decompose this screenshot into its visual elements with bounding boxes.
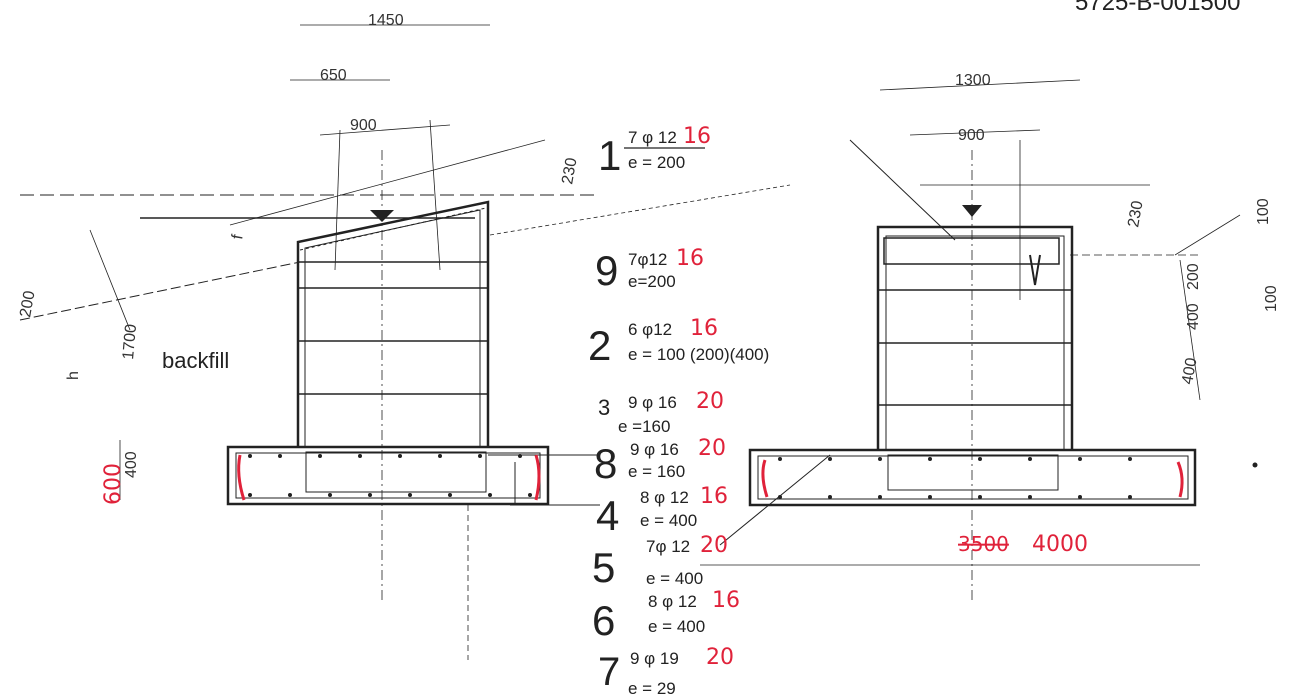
rebar-1-new: 16 — [683, 124, 711, 149]
dim-900-right-line — [909, 129, 1041, 136]
rebar-5-spec: 7φ 12 — [646, 537, 690, 556]
right-leader-1 — [849, 139, 956, 241]
rebar-5-new: 20 — [700, 533, 728, 558]
dim-100-right: 100 — [1255, 198, 1272, 225]
right-arrow — [1029, 254, 1041, 286]
foot-depth-annotation: 600 — [101, 463, 126, 505]
dim-900-line — [319, 124, 451, 136]
dim-1700: 1700 — [120, 323, 140, 360]
right-level-marker — [962, 205, 982, 217]
dim-h: h — [65, 371, 82, 380]
rebar-4-number: 4 — [596, 492, 619, 539]
rebar-1-number: 1 — [598, 132, 621, 179]
dim-400-left: 400 — [123, 451, 140, 478]
dim-900-left: 900 — [350, 117, 377, 134]
rebar-7-spacing: e = 29 — [628, 679, 676, 698]
left-section — [19, 24, 791, 660]
rebar-6-spec: 8 φ 12 — [648, 592, 697, 611]
rebar-2-spec: 6 φ12 — [628, 320, 672, 339]
right-leader-5 — [719, 454, 831, 546]
rebar-9-spacing: e=200 — [628, 272, 676, 291]
backfill-label: backfill — [162, 348, 229, 373]
right-wall — [876, 225, 1074, 450]
dim-1450: 1450 — [368, 12, 404, 29]
rebar-5-spacing: e = 400 — [646, 569, 703, 588]
rebar-2-new: 16 — [690, 316, 718, 341]
right-top-beam — [883, 237, 1060, 265]
dim-230-right: 230 — [1125, 199, 1146, 228]
rebar-7-number: 7 — [598, 650, 620, 694]
left-red-hook-right — [534, 454, 541, 501]
left-roof-slope — [229, 139, 546, 226]
right-section — [700, 79, 1258, 600]
rebar-7-new: 20 — [706, 645, 734, 670]
right-footing-dots — [778, 457, 1258, 499]
rebar-1-spacing: e = 200 — [628, 153, 685, 172]
dim-650: 650 — [320, 67, 347, 84]
right-footing-rebar-cage — [757, 455, 1189, 500]
left-footing-inner — [305, 451, 487, 493]
left-top-rebar — [299, 207, 487, 251]
dim-400-right-2: 400 — [1179, 356, 1200, 385]
rebar-9-number: 9 — [595, 247, 618, 294]
dim-1700-line — [89, 229, 131, 331]
width-old-annotation: 3500 — [958, 532, 1009, 556]
rebar-3-number: 3 — [598, 395, 610, 420]
rebar-8-number: 8 — [594, 440, 617, 487]
rebar-8-new: 20 — [698, 436, 726, 461]
dim-400-right: 400 — [1185, 303, 1202, 330]
left-wall — [296, 200, 490, 447]
rebar-7-spec: 9 φ 19 — [630, 649, 679, 668]
dim-900-ext-a — [334, 129, 341, 271]
right-red-hook-right — [1176, 461, 1184, 498]
dim-100-lower: 100 — [1263, 285, 1280, 312]
rebar-4-new: 16 — [700, 484, 728, 509]
rebar-schedule: 1 7 φ 12 16 e = 200 9 7φ12 16 e=200 2 6 … — [588, 124, 769, 698]
rebar-4-spec: 8 φ 12 — [640, 488, 689, 507]
width-new-annotation: 4000 — [1032, 532, 1088, 557]
left-backfill-slope — [19, 261, 301, 321]
right-dim-vertical — [1179, 259, 1201, 401]
dim-1300-line — [879, 79, 1081, 91]
rebar-5-number: 5 — [592, 544, 615, 591]
rebar-1-spec: 7 φ 12 — [628, 128, 677, 147]
dim-f: f — [229, 233, 247, 241]
left-footing-rebar-cage — [235, 452, 541, 499]
rebar-4-spacing: e = 400 — [640, 511, 697, 530]
left-footing-dots — [248, 454, 532, 497]
dim-200: 200 — [17, 289, 38, 318]
rebar-2-spacing: e = 100 (200)(400) — [628, 345, 769, 364]
right-footing-inner — [887, 454, 1059, 491]
rebar-3-new: 20 — [696, 389, 724, 414]
left-footing — [226, 445, 550, 506]
dim-900-ext-b — [429, 119, 441, 271]
rebar-9-new: 16 — [676, 246, 704, 271]
rebar-6-number: 6 — [592, 597, 615, 644]
drawing-reference: 5725-B-001500 — [1075, 0, 1240, 16]
rebar-8-spacing: e = 160 — [628, 462, 685, 481]
rebar-2-number: 2 — [588, 322, 611, 369]
right-dim-100-leader — [1174, 214, 1241, 256]
left-slope-hatch — [489, 184, 791, 236]
rebar-3-spec: 9 φ 16 — [628, 393, 677, 412]
rebar-9-spec: 7φ12 — [628, 250, 667, 269]
dim-1300: 1300 — [955, 72, 991, 89]
rebar-3-spacing: e =160 — [618, 417, 670, 436]
rebar-6-new: 16 — [712, 588, 740, 613]
dim-900-right: 900 — [958, 127, 985, 144]
dim-200-right: 200 — [1185, 263, 1202, 290]
dim-230-left: 230 — [559, 156, 580, 185]
left-wall-rebar — [304, 209, 481, 447]
left-red-hook-left — [237, 454, 246, 501]
rebar-8-spec: 9 φ 16 — [630, 440, 679, 459]
rebar-6-spacing: e = 400 — [648, 617, 705, 636]
left-level-marker — [370, 210, 394, 222]
right-red-hook-left — [761, 459, 769, 498]
right-footing — [748, 448, 1197, 507]
